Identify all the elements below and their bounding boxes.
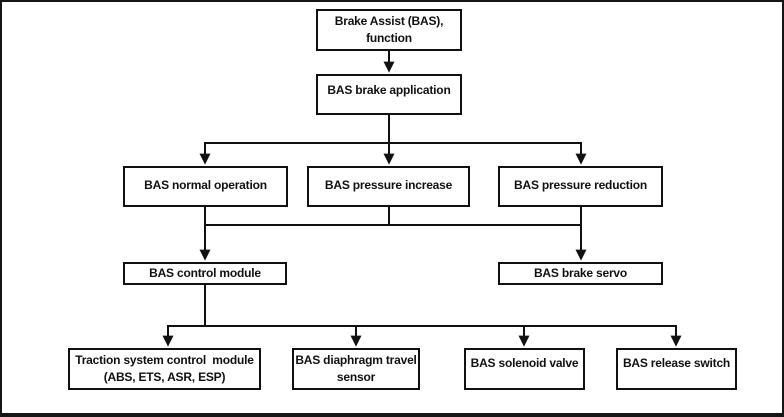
node-bas-brake-application: BAS brake application [316, 74, 462, 115]
node-bas-normal-operation: BAS normal operation [123, 166, 288, 207]
node-bas-brake-servo: BAS brake servo [498, 262, 663, 285]
node-brake-assist-function: Brake Assist (BAS), function [316, 9, 462, 51]
node-bas-pressure-increase: BAS pressure increase [307, 166, 470, 207]
node-bas-control-module: BAS control module [123, 262, 287, 285]
node-bas-release-switch: BAS release switch [616, 348, 737, 390]
node-bas-solenoid-valve: BAS solenoid valve [464, 348, 585, 390]
node-bas-diaphragm-travel-sensor: BAS diaphragm travel sensor [292, 348, 420, 390]
node-traction-system-control-module: Traction system control module (ABS, ETS… [68, 348, 261, 390]
node-bas-pressure-reduction: BAS pressure reduction [498, 166, 663, 207]
